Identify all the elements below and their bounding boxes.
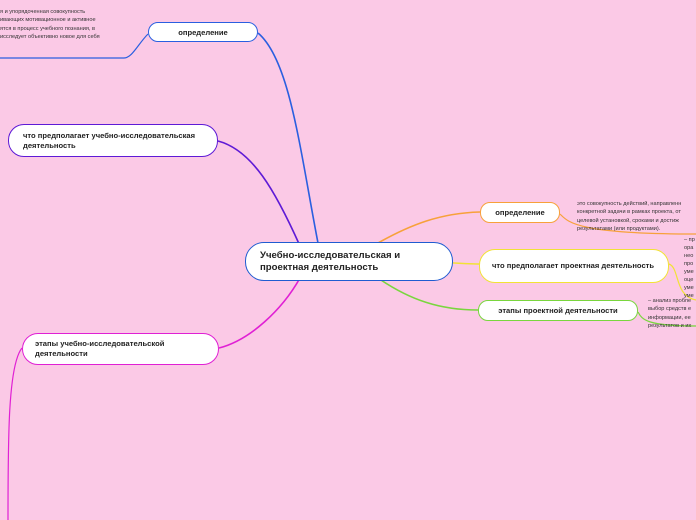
right-definition-text-line: результатами (или продуктами). [577,226,661,233]
right-implies-text: – пр ора нео про уме оце уме уме [684,236,696,300]
connector-left-implies [217,140,301,247]
connector-left-definition [257,32,319,244]
right-implies-text-line: уме [684,269,694,275]
underline-left-definition-text [0,33,149,59]
right-implies-text-line: нео [684,253,694,259]
branch-left-stages[interactable]: этапы учебно-исследовательской деятельно… [22,333,219,365]
branch-right-implies-label: что предполагает проектная деятельность [492,261,655,270]
branch-right-implies[interactable]: что предполагает проектная деятельность [479,249,669,283]
right-implies-text-line: уме [684,285,694,291]
right-stages-text-line: выбор средств е [648,306,692,313]
central-topic-title: Учебно-исследовательская и проектная дея… [260,249,401,273]
branch-left-definition[interactable]: определение [148,22,258,42]
branch-left-stages-label: этапы учебно-исследовательской деятельно… [35,339,165,358]
connector-right-stages [377,277,479,311]
underline-right-implies-text [668,263,696,301]
right-stages-text: – анализ пробле выбор средств е информац… [648,297,696,331]
connector-left-stages-tail [7,347,23,520]
right-definition-text: это совокупность действий, направленн ко… [577,200,696,234]
left-definition-text-line: я и упорядоченная совокупность [0,9,86,15]
right-stages-text-line: результатов и их [648,323,692,330]
left-definition-text-line: исследует объективно новое для себя [0,34,100,41]
left-definition-text: я и упорядоченная совокупность ивающих м… [0,8,124,42]
right-definition-text-line: конкретной задачи в рамках проекта, от [577,209,681,216]
branch-right-definition[interactable]: определение [480,202,560,223]
connector-right-definition [377,211,481,244]
underline-right-stages-text [637,311,696,327]
right-implies-text-line: – пр [684,237,695,243]
right-stages-text-line: информации, ее [648,314,691,321]
right-implies-text-line: уме [684,293,694,299]
branch-left-definition-label: определение [178,27,228,37]
right-implies-text-line: ора [684,245,694,251]
right-definition-text-line: целевой установкой, сроками и достиж [577,217,679,224]
right-implies-text-line: оце [684,277,694,283]
branch-left-implies[interactable]: что предполагает учебно-исследовательска… [8,124,218,157]
connector-left-stages [218,277,301,349]
right-stages-text-line: – анализ пробле [648,298,692,304]
underline-right-definition-text [559,213,696,235]
branch-right-definition-label: определение [495,208,545,217]
branch-right-stages[interactable]: этапы проектной деятельности [478,300,638,321]
central-topic[interactable]: Учебно-исследовательская и проектная дея… [245,242,453,281]
right-implies-text-line: про [684,261,694,267]
left-definition-text-line: ивающих мотивационное и активное [0,17,96,24]
branch-left-implies-label: что предполагает учебно-исследовательска… [23,130,196,150]
left-definition-text-line: ятся в процесс учебного познания, в [0,25,95,32]
branch-right-stages-label: этапы проектной деятельности [498,306,618,315]
right-definition-text-line: это совокупность действий, направленн [577,201,682,207]
